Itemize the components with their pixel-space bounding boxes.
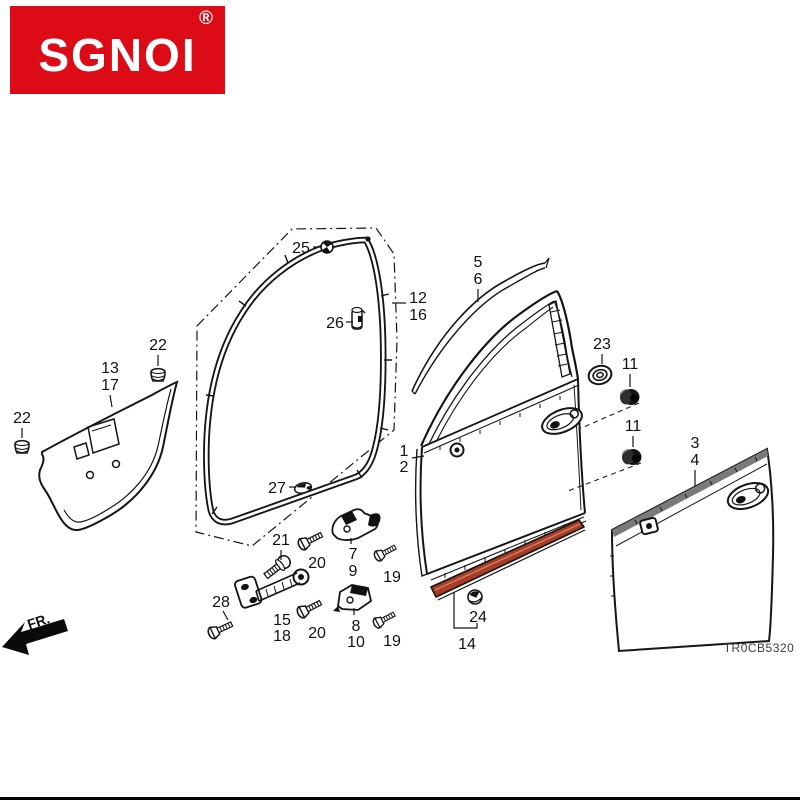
weatherstrip-clip-25: [320, 240, 334, 254]
part-label-2: 2: [400, 459, 409, 476]
part-label-20a: 20: [308, 555, 326, 572]
part-label-21: 21: [272, 532, 290, 549]
door-lock-hole: [449, 442, 465, 458]
front-door-panel: [414, 289, 587, 588]
part-label-9: 9: [349, 563, 358, 580]
part-label-27: 27: [268, 480, 286, 497]
part-label-10: 10: [347, 634, 365, 651]
part-label-19b: 19: [383, 633, 401, 650]
part-label-11b: 11: [625, 418, 642, 435]
part-label-6: 6: [474, 271, 483, 288]
part-label-4: 4: [691, 452, 700, 469]
door-checker: [234, 568, 310, 609]
part-label-24: 24: [469, 609, 487, 626]
door-handle-recess: [541, 407, 583, 435]
part-label-8: 8: [352, 618, 361, 635]
hinge-bolt-19b: [371, 608, 398, 631]
part-label-18: 18: [273, 628, 291, 645]
checker-bolt-28: [205, 617, 236, 641]
hinge-bolt-19a: [372, 541, 399, 564]
hinge-bolt-20a: [295, 528, 325, 553]
door-skin-panel: [610, 447, 775, 653]
checker-mount-stud-bolt: [263, 554, 291, 580]
part-label-22b: 22: [13, 410, 31, 427]
part-label-11a: 11: [622, 356, 639, 373]
door-lower-molding-strip: [430, 519, 586, 601]
leader-lines: [21, 246, 696, 629]
weatherstrip-clip-26: [351, 306, 366, 330]
lining-grommet-22b: [14, 439, 30, 454]
part-label-5: 5: [474, 254, 483, 271]
part-label-7: 7: [349, 546, 358, 563]
part-label-15: 15: [273, 612, 291, 629]
part-label-26: 26: [326, 315, 344, 332]
fr-label: FR.: [25, 610, 51, 632]
fr-direction-arrow: FR.: [2, 610, 68, 655]
door-plug-11a: [619, 388, 641, 406]
weatherstrip-clip-27: [293, 482, 313, 494]
part-label-17: 17: [101, 377, 119, 394]
brand-name: SGNOI: [38, 29, 197, 81]
part-label-20b: 20: [308, 625, 326, 642]
brand-logo: SGNOI ®: [10, 6, 225, 94]
door-plug-11b: [621, 448, 643, 466]
part-number-labels: 25 26 12 16 5 6 23 11 11 13 17 22 22 27 …: [13, 240, 699, 653]
part-label-16: 16: [409, 307, 427, 324]
lower-door-hinge: [333, 584, 373, 612]
registered-trademark-icon: ®: [199, 8, 213, 29]
hinge-bolt-20b: [294, 596, 324, 621]
door-lining-panel: [38, 380, 179, 532]
lining-grommet-22a: [150, 367, 166, 382]
weatherstrip-boundary-dashed-outline: [195, 227, 398, 547]
part-label-19a: 19: [383, 569, 401, 586]
skin-handle-cutout: [726, 482, 770, 510]
upper-door-hinge: [331, 508, 381, 541]
part-label-12: 12: [409, 290, 427, 307]
door-sash-garnish: [411, 257, 550, 395]
part-label-3: 3: [691, 435, 700, 452]
catalog-code: TR0CB5320: [724, 641, 795, 655]
part-label-23: 23: [593, 336, 611, 353]
door-grommet-23: [587, 364, 613, 386]
part-label-13: 13: [101, 360, 119, 377]
molding-clip-24: [467, 589, 483, 605]
part-label-1: 1: [400, 443, 409, 460]
part-label-25: 25: [292, 240, 310, 257]
skin-lock-hole: [639, 516, 659, 536]
part-label-14: 14: [458, 636, 476, 653]
part-label-28: 28: [212, 594, 230, 611]
door-weatherstrip-seal: [203, 236, 392, 526]
part-label-22a: 22: [149, 337, 167, 354]
image-bottom-border: [0, 797, 800, 800]
